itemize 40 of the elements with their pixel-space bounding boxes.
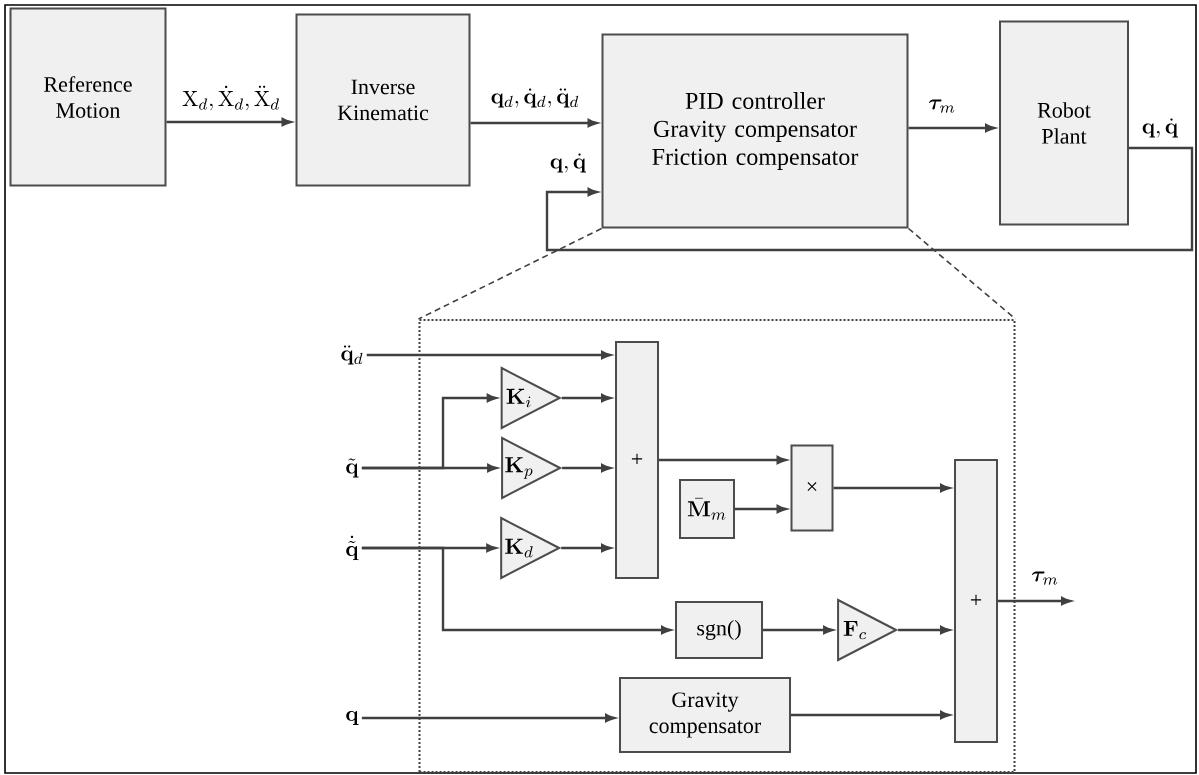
signal-label: $\dot{\tilde{\mathbf{q}}}$ [346,535,359,561]
arrow [166,117,292,127]
arrow [791,710,951,720]
controller-box: PID controller Gravity compensator Friction compensator [601,33,909,229]
plant-box: Robot Plant [999,20,1129,226]
gravity-box: Gravity compensator [619,677,791,753]
summing-block: + [615,341,659,579]
arrow [562,463,612,473]
zoom-frame [418,319,1016,773]
edge-label: $\mathrm{X}_d,\dot{\mathrm{X}}_d,\ddot{\mathrm{X}}_d$ [180,83,282,113]
signal-label: $\tilde{\mathbf{q}}$ [346,458,359,478]
sign-block: sgn() [675,601,763,659]
edge-label: $\boldsymbol{\tau}_m$ [926,97,958,115]
arrow [763,625,834,635]
arrow [470,118,598,128]
arrow [898,625,951,635]
edge-label: $\boldsymbol{\tau}_m$ [1029,569,1061,587]
product-block: × [790,444,834,532]
arrow [361,463,498,473]
arrow [366,350,612,360]
process-box: Inverse Kinematic [295,13,471,187]
arrow [361,546,672,635]
arrow [545,146,1194,252]
arrow [998,596,1072,606]
signal-label: $\ddot{\mathbf{q}}_d$ [341,345,363,365]
arrow [561,543,612,553]
arrow [908,123,996,133]
zoom-line [417,227,603,320]
signal-label: $\mathbf{q}$ [346,710,359,725]
arrow [735,504,787,514]
arrow [833,483,951,493]
signal-label: $\mathbf{q},\dot{\mathbf{q}}$ [550,153,586,173]
edge-label: $\mathbf{q},\dot{\mathbf{q}}$ [1139,116,1181,140]
mass-block: $\bar{\mathbf{M}}_m$ [679,479,735,539]
summing-block: + [954,459,998,743]
edge-label: $\mathbf{q}_d,\dot{\mathbf{q}}_d,\ddot{\mathbf{q}}_d$ [488,86,582,110]
process-box: Reference Motion [9,7,167,187]
arrow [659,455,787,465]
arrow [361,713,616,723]
arrow [561,393,612,403]
